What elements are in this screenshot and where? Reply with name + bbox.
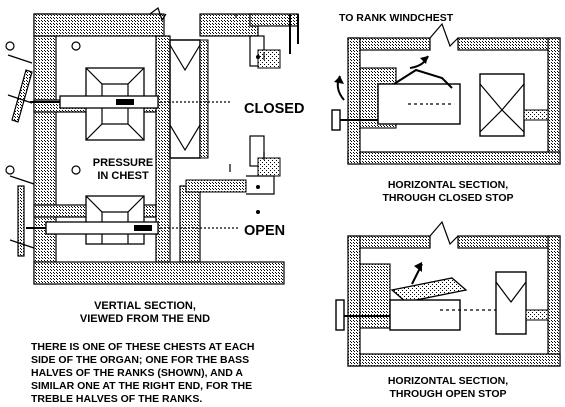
note-line: TREBLE HALVES OF THE RANKS. (31, 393, 202, 405)
vertical-section-drawing (5, 7, 299, 285)
caption-through-open-stop: THROUGH OPEN STOP (389, 388, 506, 400)
label-to-rank-windchest: TO RANK WINDCHEST (339, 12, 454, 24)
label-open: OPEN (244, 223, 285, 239)
note-line: SIMILAR ONE AT THE RIGHT END, FOR THE (31, 380, 252, 392)
caption-viewed-from-end: VIEWED FROM THE END (80, 313, 210, 325)
horizontal-section-open-drawing (335, 220, 561, 367)
note-line: SIDE OF THE ORGAN; ONE FOR THE BASS (31, 354, 249, 366)
label-in-chest: IN CHEST (97, 170, 149, 182)
label-pressure: PRESSURE (93, 157, 154, 169)
note-line: HALVES OF THE RANKS (SHOWN), AND A (31, 367, 243, 379)
explanatory-note: THERE IS ONE OF THESE CHESTS AT EACH SID… (31, 341, 254, 405)
horizontal-section-closed-drawing (331, 22, 561, 165)
label-closed: CLOSED (244, 101, 304, 117)
caption-vertical-section: VERTIAL SECTION, (94, 300, 196, 312)
note-line: THERE IS ONE OF THESE CHESTS AT EACH (31, 341, 254, 353)
caption-horizontal-open: HORIZONTAL SECTION, (388, 375, 508, 387)
caption-horizontal-closed: HORIZONTAL SECTION, (388, 179, 508, 191)
caption-through-closed-stop: THROUGH CLOSED STOP (382, 192, 513, 204)
